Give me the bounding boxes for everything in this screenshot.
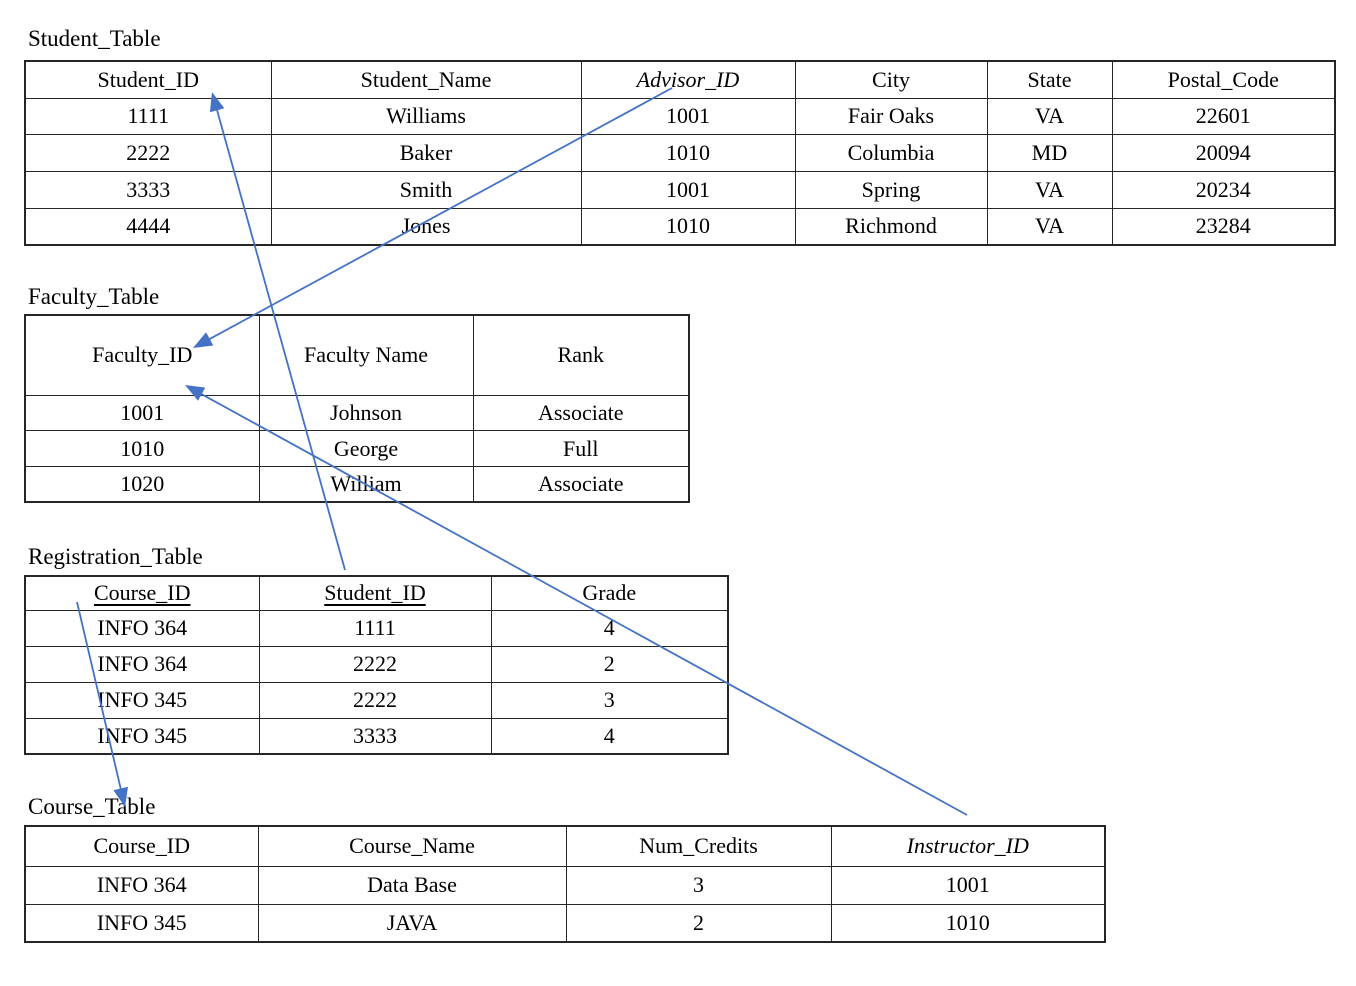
registration-header-student-id: Student_ID bbox=[258, 575, 492, 611]
student-cell: 22601 bbox=[1111, 97, 1336, 136]
student-cell: VA bbox=[986, 171, 1113, 209]
faculty-cell: 1001 bbox=[24, 394, 260, 432]
course-header-instructor-id: Instructor_ID bbox=[830, 825, 1106, 867]
registration-cell: 1111 bbox=[258, 609, 492, 647]
course-header-num-credits: Num_Credits bbox=[565, 825, 832, 867]
student-table-title: Student_Table bbox=[28, 26, 161, 51]
course-table-title: Course_Table bbox=[28, 794, 156, 819]
faculty-cell: Johnson bbox=[258, 394, 474, 432]
student-cell: 1010 bbox=[580, 134, 796, 172]
student-cell: Richmond bbox=[794, 207, 988, 246]
registration-cell: INFO 364 bbox=[24, 645, 260, 683]
course-cell: Data Base bbox=[257, 865, 567, 905]
student-cell: 23284 bbox=[1111, 207, 1336, 246]
faculty-cell: 1010 bbox=[24, 430, 260, 467]
student-header-student-name: Student_Name bbox=[270, 60, 582, 99]
registration-cell: 2222 bbox=[258, 645, 492, 683]
student-cell: 1010 bbox=[580, 207, 796, 246]
student-cell: 3333 bbox=[24, 171, 272, 209]
registration-cell: 4 bbox=[490, 609, 729, 647]
registration-cell: INFO 345 bbox=[24, 681, 260, 719]
student-cell: Spring bbox=[794, 171, 988, 209]
student-cell: 1111 bbox=[24, 97, 272, 136]
course-cell: 3 bbox=[565, 865, 832, 905]
course-cell: 2 bbox=[565, 903, 832, 943]
faculty-cell: 1020 bbox=[24, 465, 260, 503]
registration-cell: 4 bbox=[490, 717, 729, 755]
course-cell: 1010 bbox=[830, 903, 1106, 943]
student-cell: Smith bbox=[270, 171, 582, 209]
faculty-cell: William bbox=[258, 465, 474, 503]
student-cell: 2222 bbox=[24, 134, 272, 172]
registration-cell: INFO 364 bbox=[24, 609, 260, 647]
course-header-course-id: Course_ID bbox=[24, 825, 259, 867]
registration-header-course-id: Course_ID bbox=[24, 575, 260, 611]
student-cell: 1001 bbox=[580, 171, 796, 209]
course-cell: INFO 345 bbox=[24, 903, 259, 943]
faculty-cell: George bbox=[258, 430, 474, 467]
faculty-cell: Full bbox=[472, 430, 690, 467]
student-header-state: State bbox=[986, 60, 1113, 99]
registration-cell: 2 bbox=[490, 645, 729, 683]
faculty-cell: Associate bbox=[472, 465, 690, 503]
student-cell: VA bbox=[986, 97, 1113, 136]
registration-table-title: Registration_Table bbox=[28, 544, 203, 569]
faculty-header-faculty-name: Faculty Name bbox=[258, 314, 474, 396]
course-cell: 1001 bbox=[830, 865, 1106, 905]
student-cell: 20234 bbox=[1111, 171, 1336, 209]
student-header-advisor-id: Advisor_ID bbox=[580, 60, 796, 99]
student-cell: Fair Oaks bbox=[794, 97, 988, 136]
faculty-table-title: Faculty_Table bbox=[28, 284, 160, 309]
registration-cell: 3 bbox=[490, 681, 729, 719]
course-header-course-name: Course_Name bbox=[257, 825, 567, 867]
student-header-postal-code: Postal_Code bbox=[1111, 60, 1336, 99]
faculty-cell: Associate bbox=[472, 394, 690, 432]
course-cell: JAVA bbox=[257, 903, 567, 943]
student-header-city: City bbox=[794, 60, 988, 99]
student-cell: 1001 bbox=[580, 97, 796, 136]
registration-cell: INFO 345 bbox=[24, 717, 260, 755]
faculty-header-faculty-id: Faculty_ID bbox=[24, 314, 260, 396]
student-header-student-id: Student_ID bbox=[24, 60, 272, 99]
student-cell: VA bbox=[986, 207, 1113, 246]
student-cell: 20094 bbox=[1111, 134, 1336, 172]
course-cell: INFO 364 bbox=[24, 865, 259, 905]
student-cell: 4444 bbox=[24, 207, 272, 246]
faculty-header-rank: Rank bbox=[472, 314, 690, 396]
student-cell: Columbia bbox=[794, 134, 988, 172]
student-cell: MD bbox=[986, 134, 1113, 172]
student-cell: Williams bbox=[270, 97, 582, 136]
registration-cell: 2222 bbox=[258, 681, 492, 719]
student-cell: Baker bbox=[270, 134, 582, 172]
registration-header-grade: Grade bbox=[490, 575, 729, 611]
student-cell: Jones bbox=[270, 207, 582, 246]
registration-cell: 3333 bbox=[258, 717, 492, 755]
